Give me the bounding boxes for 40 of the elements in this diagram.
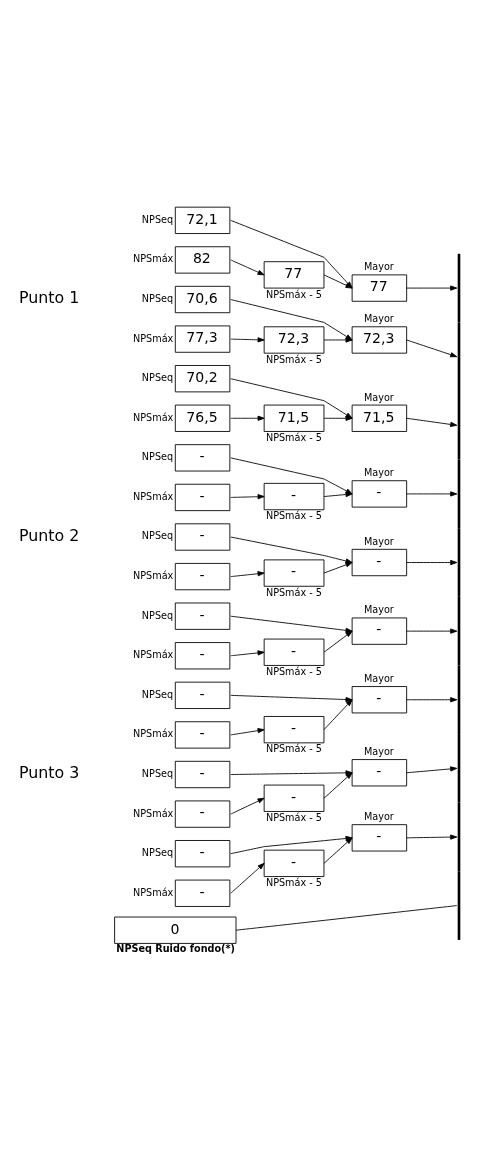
node-label: Mayor: [363, 261, 394, 273]
node-label: Mayor: [363, 313, 394, 325]
node-label: NPSmáx: [133, 570, 174, 582]
node-label: NPSmáx - 5: [265, 743, 322, 755]
node-label: NPSmáx - 5: [265, 811, 322, 823]
node-label: NPSmáx: [133, 332, 174, 344]
label: Punto 1: [18, 288, 80, 308]
node-label: Mayor: [363, 604, 394, 616]
label: Punto 3: [18, 763, 80, 783]
node-label: NPSeq Ruido fondo(*): [116, 943, 235, 955]
node-label: NPSmáx: [133, 728, 174, 740]
node-label: Mayor: [363, 535, 394, 547]
node-label: NPSeq: [141, 213, 174, 225]
node-label: NPSeq: [141, 530, 174, 542]
node-label: NPSmáx - 5: [265, 288, 322, 300]
node-label: NPSeq: [141, 372, 174, 384]
node-label: NPSeq: [141, 767, 174, 779]
label: Punto 2: [18, 525, 80, 545]
node-label: NPSmáx - 5: [265, 431, 322, 443]
node-label: Mayor: [363, 811, 394, 823]
node-label: NPSmáx: [133, 411, 174, 423]
node-label: NPSmáx - 5: [265, 877, 322, 889]
node-label: Mayor: [363, 745, 394, 757]
node-label: NPSmáx: [133, 490, 174, 502]
node-label: NPSeq: [141, 609, 174, 621]
node-label: Mayor: [363, 391, 394, 403]
node-label: NPSmáx: [133, 649, 174, 661]
node-label: NPSmáx - 5: [265, 510, 322, 522]
node-label: Mayor: [363, 672, 394, 684]
node-label: NPSmáx - 5: [265, 353, 322, 365]
node-label: NPSmáx - 5: [265, 586, 322, 598]
node-label: NPSeq: [141, 688, 174, 700]
node-label: NPSeq: [141, 451, 174, 463]
node-label: Mayor: [363, 467, 394, 479]
node-label: NPSeq: [141, 292, 174, 304]
node-label: NPSmáx: [133, 253, 174, 265]
node-label: NPSmáx: [133, 886, 174, 898]
node-label: NPSeq: [141, 847, 174, 859]
node-label: NPSmáx: [133, 807, 174, 819]
node-label: NPSmáx - 5: [265, 665, 322, 677]
